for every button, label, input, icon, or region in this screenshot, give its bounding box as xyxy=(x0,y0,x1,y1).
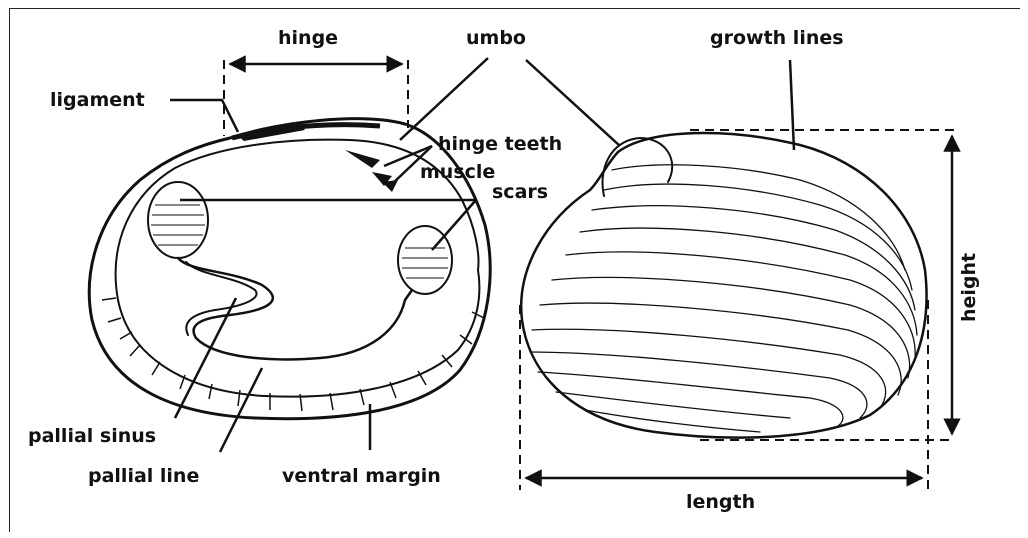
muscle-label: muscle xyxy=(420,161,495,183)
pallial-sinus-label: pallial sinus xyxy=(28,425,156,447)
growth-lines-label: growth lines xyxy=(710,27,844,49)
anterior-scar-hatch xyxy=(151,205,205,245)
umbo-label: umbo xyxy=(466,27,526,49)
scars-label: scars xyxy=(492,181,548,203)
ligament-leader xyxy=(170,100,238,132)
hinge-label: hinge xyxy=(278,27,338,49)
ligament-label: ligament xyxy=(50,89,145,111)
posterior-scar-hatch xyxy=(402,248,448,278)
leader-lines xyxy=(170,58,794,452)
pallial-line-leader xyxy=(220,368,262,452)
growth-line-set xyxy=(530,165,917,432)
pallial-sinus-leader xyxy=(175,298,236,418)
hinge-teeth-label: hinge teeth xyxy=(438,133,562,155)
umbo-leader-left xyxy=(400,58,488,140)
height-label: height xyxy=(958,253,980,322)
pallial-line-label: pallial line xyxy=(88,465,199,487)
shell-exterior-outline xyxy=(521,133,926,438)
anterior-muscle-scar xyxy=(148,182,208,258)
growth-lines-leader xyxy=(790,60,794,150)
length-label: length xyxy=(686,491,755,513)
muscle-scars-leader-b xyxy=(432,200,476,250)
ventral-margin-label: ventral margin xyxy=(282,465,441,487)
hinge-teeth-marks xyxy=(345,150,398,192)
umbo-outline xyxy=(603,138,673,196)
ventral-margin-band xyxy=(118,270,479,397)
